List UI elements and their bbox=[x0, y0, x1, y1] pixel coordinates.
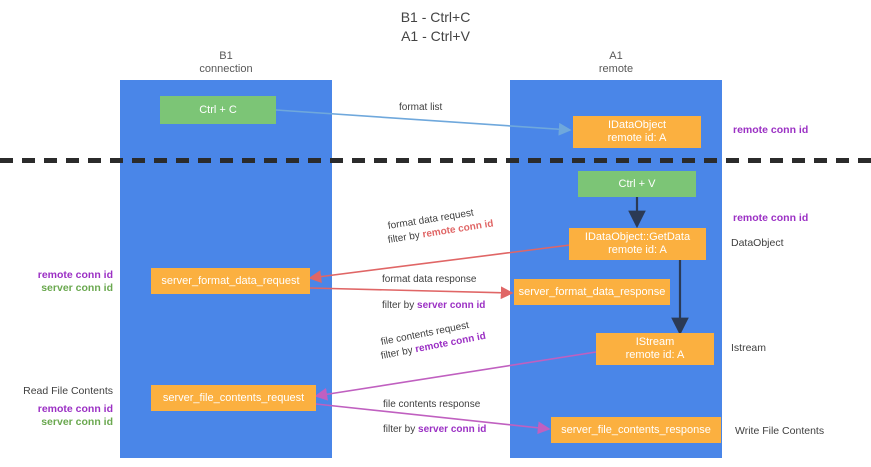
column-header-b1-name: B1 bbox=[219, 50, 233, 62]
node-server-format-data-request[interactable]: server_format_data_request bbox=[151, 268, 310, 294]
annotation-left-remote-conn-id-1-text: remote conn id bbox=[37, 269, 113, 281]
filter-prefix: filter by bbox=[382, 300, 418, 311]
edge-label-file-contents-response: file contents response filter by server … bbox=[383, 398, 486, 436]
arrow-file-contents-response bbox=[315, 403, 551, 435]
title-line-2: A1 - Ctrl+V bbox=[401, 28, 470, 44]
section-divider bbox=[0, 158, 871, 163]
annotation-left-remote-conn-id-2-text: remote conn id bbox=[37, 403, 113, 415]
edge-label-format-data-response-main: format data response bbox=[382, 274, 477, 285]
node-idataobject-getdata[interactable]: IDataObject::GetData remote id: A bbox=[569, 228, 706, 260]
column-header-a1: A1 remote bbox=[510, 50, 722, 76]
annotation-left-read-file-contents: Read File Contents bbox=[23, 385, 113, 397]
node-istream[interactable]: IStream remote id: A bbox=[596, 333, 714, 365]
column-header-b1-role: connection bbox=[199, 63, 253, 75]
node-server-format-data-response[interactable]: server_format_data_response bbox=[514, 279, 670, 305]
node-ctrl-v-label: Ctrl + V bbox=[618, 177, 656, 190]
arrow-format-data-response bbox=[309, 286, 514, 300]
filter-key-server-conn-id: server conn id bbox=[418, 424, 487, 435]
annotation-left-remote-conn-id-2: remote conn id bbox=[0, 402, 113, 416]
annotation-right-remote-conn-id-mid: remote conn id bbox=[733, 212, 809, 224]
column-header-a1-role: remote bbox=[598, 63, 634, 75]
arrow-format-data-request bbox=[308, 244, 571, 283]
annotation-left-remote-conn-id-1: remote conn id bbox=[0, 268, 113, 282]
edge-label-format-list: format list bbox=[399, 102, 443, 113]
column-header-b1: B1 connection bbox=[120, 50, 332, 76]
title-line-1: B1 - Ctrl+C bbox=[400, 9, 471, 25]
node-idataobject-line1: IDataObject bbox=[607, 119, 667, 131]
node-server-file-contents-response-label: server_file_contents_response bbox=[561, 423, 711, 436]
node-server-file-contents-response[interactable]: server_file_contents_response bbox=[551, 417, 721, 443]
filter-key-server-conn-id: server conn id bbox=[417, 300, 486, 311]
column-header-a1-name: A1 bbox=[609, 50, 623, 62]
arrow-format-list bbox=[275, 109, 572, 136]
annotation-left-server-conn-id-2-text: server conn id bbox=[41, 416, 113, 428]
edge-label-format-data-response-filter: filter by server conn id bbox=[382, 299, 485, 312]
filter-prefix: filter by bbox=[383, 424, 419, 435]
node-ctrl-c[interactable]: Ctrl + C bbox=[160, 96, 276, 124]
node-server-file-contents-request-label: server_file_contents_request bbox=[162, 391, 305, 404]
node-getdata-line1: IDataObject::GetData bbox=[584, 231, 691, 243]
edge-label-file-contents-response-main: file contents response bbox=[383, 399, 481, 410]
node-idataobject-line2: remote id: A bbox=[607, 132, 667, 144]
edge-label-file-contents-request: file contents request filter by remote c… bbox=[380, 320, 488, 363]
node-server-format-data-response-label: server_format_data_response bbox=[518, 285, 666, 298]
annotation-right-istream: Istream bbox=[731, 342, 767, 354]
node-istream-line2: remote id: A bbox=[625, 349, 685, 361]
annotation-left-server-conn-id-1: server conn id bbox=[0, 281, 113, 295]
annotation-left-server-conn-id-1-text: server conn id bbox=[41, 282, 113, 294]
arrow-file-contents-request bbox=[314, 351, 597, 401]
edge-label-format-data-request: format data request filter by remote con… bbox=[387, 208, 495, 247]
diagram-title: B1 - Ctrl+C A1 - Ctrl+V bbox=[0, 8, 871, 46]
annotation-right-remote-conn-id-top: remote conn id bbox=[733, 124, 809, 136]
node-server-format-data-request-label: server_format_data_request bbox=[161, 274, 300, 287]
annotation-right-write-file-contents: Write File Contents bbox=[735, 425, 825, 437]
annotation-right-dataobject: DataObject bbox=[731, 237, 784, 249]
node-getdata-line2: remote id: A bbox=[608, 244, 667, 256]
node-idataobject[interactable]: IDataObject remote id: A bbox=[573, 116, 701, 148]
node-ctrl-c-label: Ctrl + C bbox=[199, 103, 237, 116]
node-istream-line1: IStream bbox=[635, 336, 675, 348]
edge-label-file-contents-response-filter: filter by server conn id bbox=[383, 423, 486, 436]
node-ctrl-v[interactable]: Ctrl + V bbox=[578, 171, 696, 197]
node-server-file-contents-request[interactable]: server_file_contents_request bbox=[151, 385, 316, 411]
annotation-left-server-conn-id-2: server conn id bbox=[0, 415, 113, 429]
edge-label-format-data-response: format data response filter by server co… bbox=[382, 273, 485, 312]
